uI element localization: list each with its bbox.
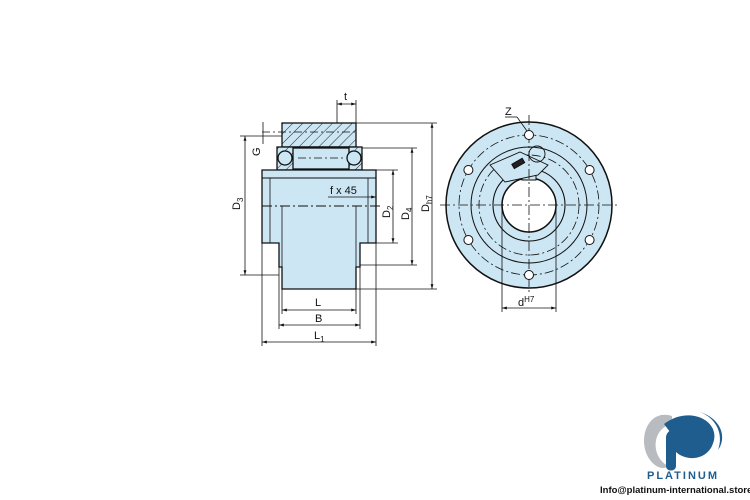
- side-view: [261, 122, 380, 290]
- ball-left: [277, 150, 293, 166]
- label-g: G: [251, 147, 263, 156]
- label-t: t: [344, 91, 347, 103]
- logo-email-link[interactable]: Info@platinum-international.store: [600, 485, 750, 496]
- ball-right: [346, 150, 362, 166]
- front-view: [440, 115, 618, 312]
- logo-name: PLATINUM: [646, 470, 719, 482]
- label-d2: D2: [381, 205, 395, 218]
- outer-ring: [281, 122, 357, 148]
- side-view-dimensions: [240, 100, 437, 346]
- label-dh7-bore: dH7: [518, 295, 535, 309]
- label-dh7: Dh7: [420, 195, 434, 212]
- platinum-logo-icon: [644, 412, 723, 471]
- label-d3: D3: [231, 197, 245, 210]
- label-d4: D4: [400, 207, 414, 220]
- label-b: B: [315, 313, 322, 325]
- label-l: L: [315, 297, 321, 309]
- label-z: Z: [505, 106, 512, 118]
- label-chamfer: f x 45: [330, 185, 357, 197]
- bolt-holes: [463, 130, 595, 280]
- label-l1: L1: [314, 330, 325, 344]
- side-view-labels: t G D3 f x 45 D2 D4 Dh7 L B L1: [231, 91, 434, 344]
